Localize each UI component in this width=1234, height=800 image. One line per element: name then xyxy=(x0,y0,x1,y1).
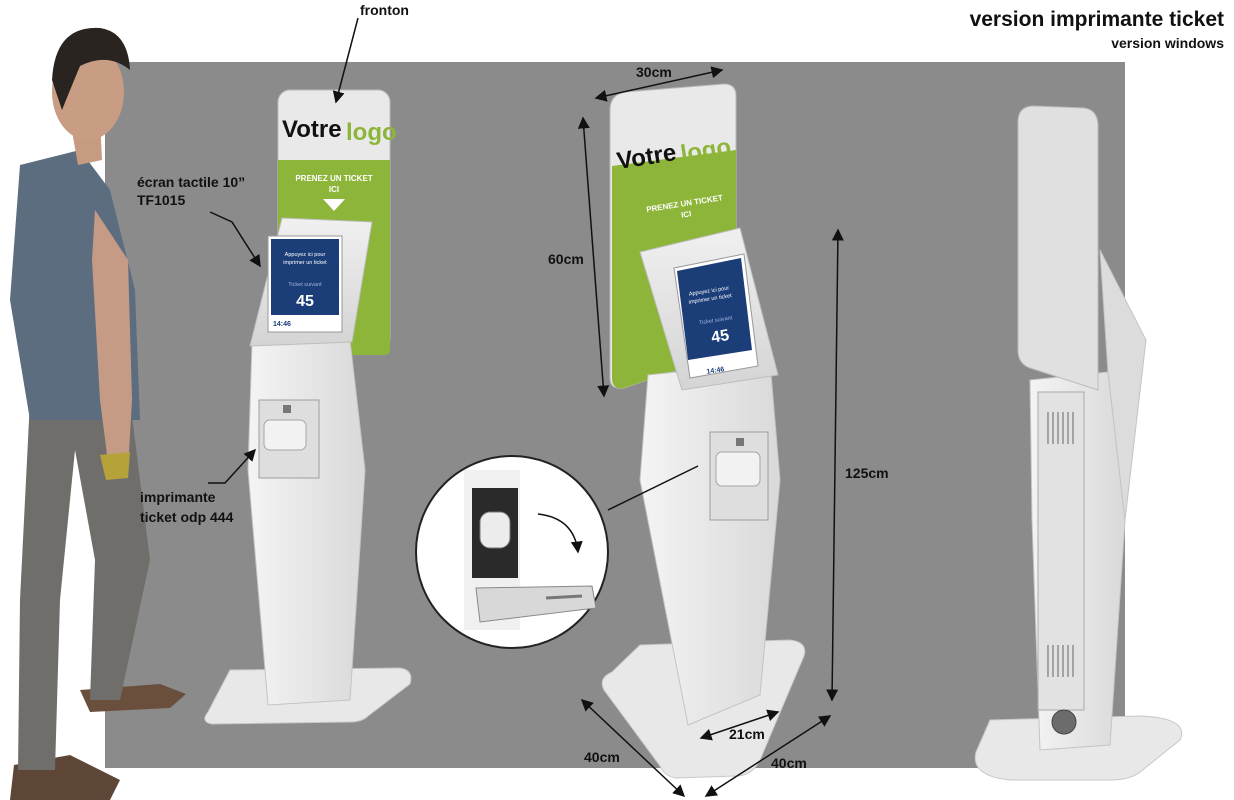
kiosk-right-rear xyxy=(974,105,1182,781)
kiosk-left xyxy=(204,89,412,725)
banner-arrow-icon xyxy=(323,199,345,211)
dim-depth-column: 21cm xyxy=(729,726,765,742)
screen-number: 45 xyxy=(296,293,314,310)
screen-prompt-line1: Appuyez ici pour xyxy=(285,252,326,258)
dim-base-left: 40cm xyxy=(584,749,620,765)
screen-prompt-line2: imprimer un ticket xyxy=(283,260,327,266)
screen-next-label-2: Ticket suivant xyxy=(699,315,733,326)
dimension-arrows xyxy=(577,66,844,798)
label-screen-line2: TF1015 xyxy=(137,192,185,208)
screen-time: 14:46 xyxy=(273,321,291,328)
label-printer-line1: imprimante xyxy=(140,489,216,505)
kiosk-left-graphics: Votre logo PRENEZ UN TICKET ICI Appuyez … xyxy=(273,116,397,328)
logo-votre: Votre xyxy=(282,116,342,143)
banner-line1: PRENEZ UN TICKET xyxy=(295,174,372,183)
dim-height-panel: 60cm xyxy=(548,251,584,267)
page-title: version imprimante ticket xyxy=(969,8,1224,31)
person-figure xyxy=(10,27,186,800)
page-subtitle: version windows xyxy=(1111,35,1224,51)
dim-base-right: 40cm xyxy=(771,755,807,771)
logo-logo: logo xyxy=(346,119,397,146)
screen-time-2: 14:46 xyxy=(706,366,725,376)
label-printer-line2: ticket odp 444 xyxy=(140,509,234,525)
banner-line2-2: ICI xyxy=(680,209,692,219)
banner-line2: ICI xyxy=(329,185,339,194)
printer-zoom-detail xyxy=(415,455,609,649)
screen-number-2: 45 xyxy=(710,327,730,347)
label-fronton: fronton xyxy=(360,2,409,18)
callout-arrows xyxy=(208,17,359,484)
label-screen-line1: écran tactile 10” xyxy=(137,174,245,190)
dim-width-top: 30cm xyxy=(636,64,672,80)
screen-next-label: Ticket suivant xyxy=(288,282,322,288)
dim-height-total: 125cm xyxy=(845,465,889,481)
